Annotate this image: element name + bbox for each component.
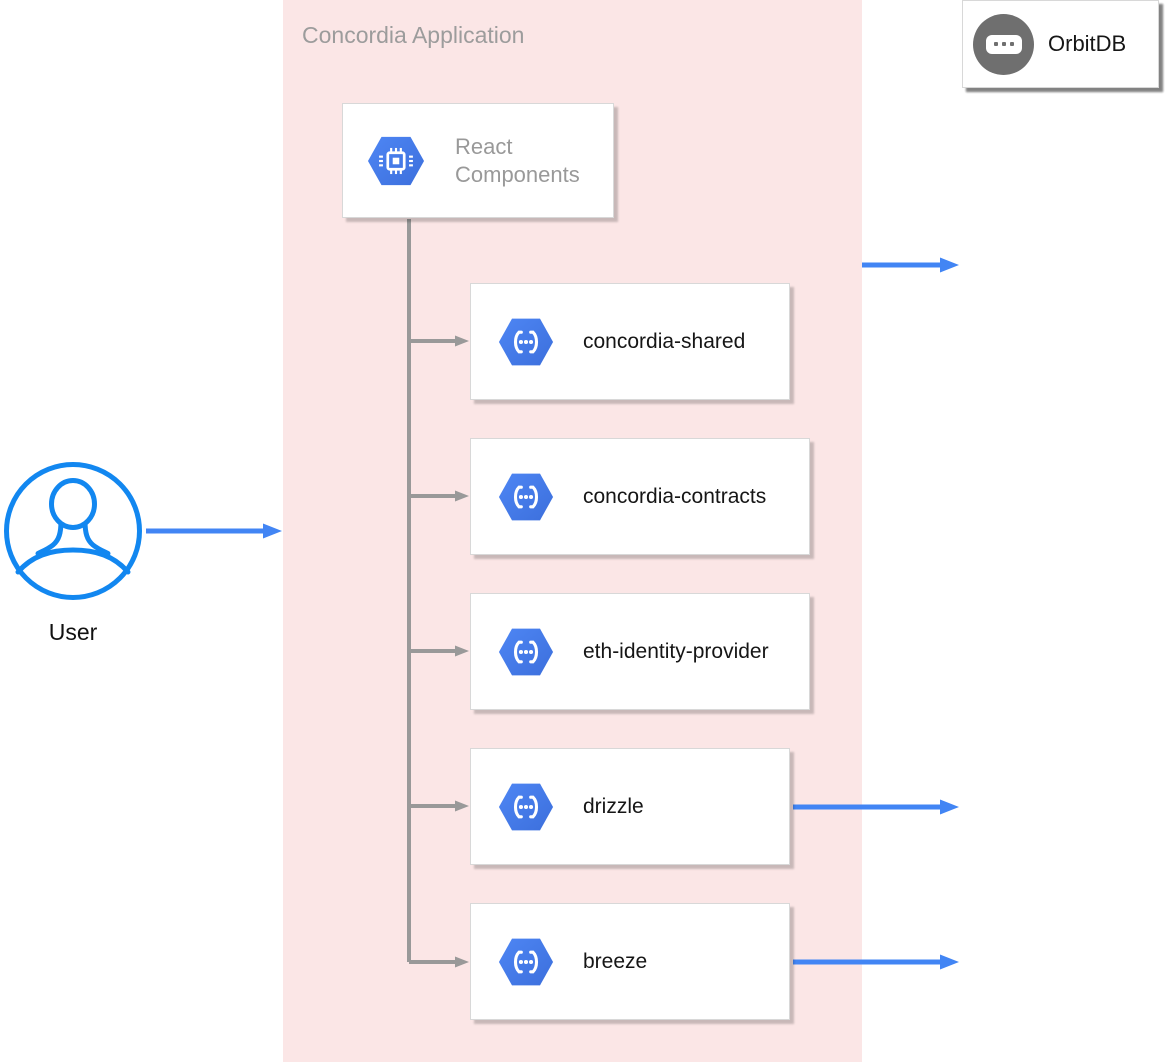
- node-label: OrbitDB: [1048, 31, 1127, 57]
- api-circle-icon: [973, 13, 1034, 75]
- node-label: concordia-contracts: [583, 484, 767, 508]
- node-drizzle: drizzle: [470, 748, 790, 865]
- node-orbitdb: OrbitDB: [962, 0, 1159, 88]
- chip-hexagon-icon: [367, 136, 425, 185]
- node-concordia-contracts: concordia-contracts: [470, 438, 810, 555]
- blue-arrowheads: [263, 257, 959, 970]
- node-label: drizzle: [583, 794, 644, 818]
- user-label: User: [48, 619, 98, 645]
- gray-arrowheads: [455, 335, 469, 968]
- node-label: concordia-shared: [583, 329, 746, 353]
- code-hexagon-icon: [498, 938, 554, 985]
- node-label: breeze: [583, 949, 648, 973]
- code-hexagon-icon: [498, 628, 554, 675]
- node-user: User: [2, 460, 144, 646]
- node-label: React Components: [455, 133, 580, 187]
- user-icon: [4, 462, 142, 600]
- code-hexagon-icon: [498, 473, 554, 520]
- container-title: Concordia Application: [302, 22, 525, 48]
- code-hexagon-icon: [498, 783, 554, 830]
- blue-arrows: [146, 262, 940, 965]
- node-breeze: breeze: [470, 903, 790, 1020]
- react-components-tree: [407, 219, 455, 964]
- code-hexagon-icon: [498, 318, 554, 365]
- node-react-components: React Components: [342, 103, 614, 218]
- node-eth-identity-provider: eth-identity-provider: [470, 593, 810, 710]
- node-label: eth-identity-provider: [583, 639, 769, 663]
- node-concordia-shared: concordia-shared: [470, 283, 790, 400]
